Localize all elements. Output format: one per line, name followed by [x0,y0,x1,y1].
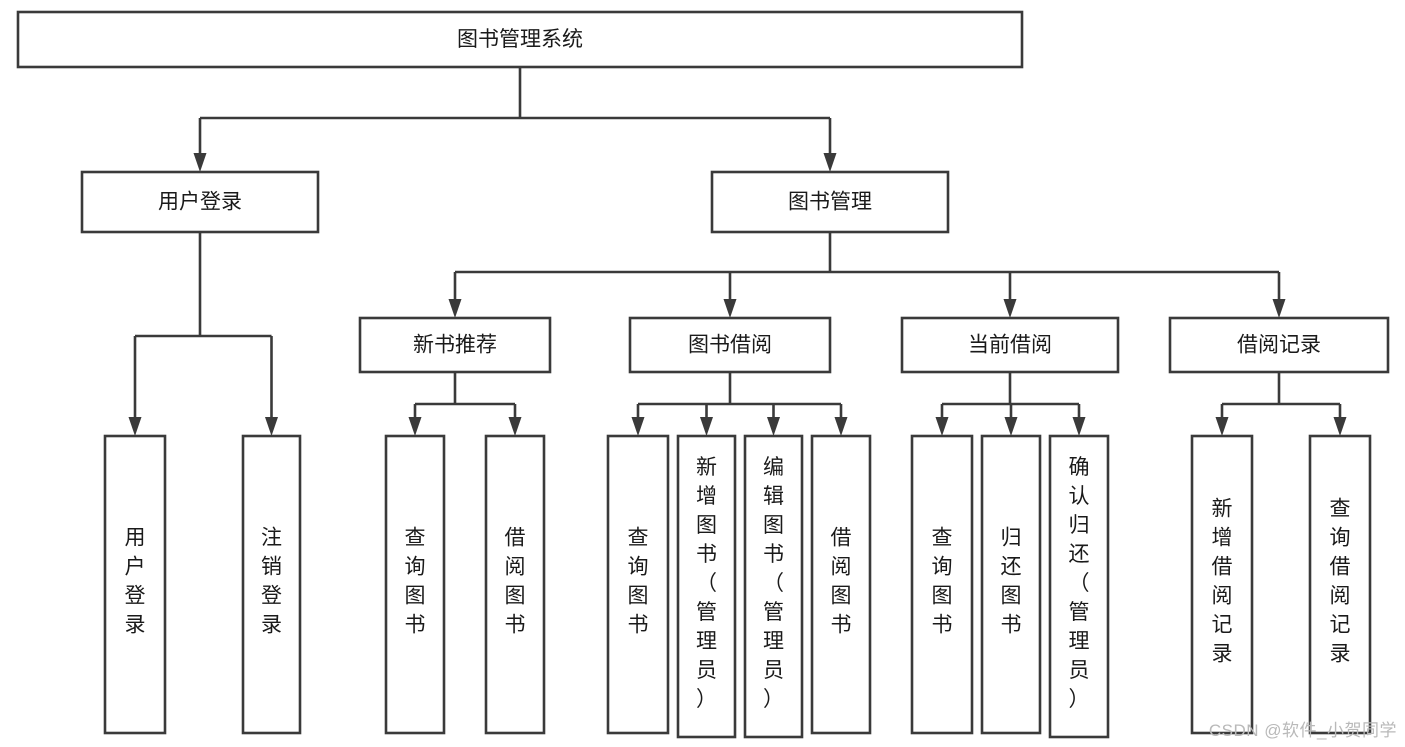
arrow-head-leaf-logout [265,417,278,436]
node-label-leaf-borrow-book-2: 借阅图书 [831,527,852,637]
node-user-login[interactable]: 用户登录 [80,170,320,234]
node-label-user-login: 用户登录 [158,191,242,214]
arrow-head-leaf-add-record [1215,417,1229,436]
node-box-current-borrow[interactable] [900,316,1120,374]
arrow-head-leaf-query-record [1333,417,1347,436]
node-label-leaf-query-book-3: 查询图书 [932,527,953,637]
node-leaf-edit-book[interactable]: 编辑图书（管理员） [743,434,804,739]
node-leaf-query-book-3[interactable]: 查询图书 [910,434,974,735]
arrow-head-leaf-borrow-book-2 [834,417,848,436]
node-label-current-borrow: 当前借阅 [968,334,1052,357]
node-root[interactable]: 图书管理系统 [16,10,1024,69]
node-book-manage[interactable]: 图书管理 [710,170,950,234]
arrow-head-book-manage [823,153,837,172]
node-borrow-record[interactable]: 借阅记录 [1168,316,1390,374]
edge-group-current-borrow [935,372,1086,436]
node-box-leaf-user-login[interactable] [103,434,167,735]
edge-group-book-borrow [631,372,848,436]
node-book-borrow[interactable]: 图书借阅 [628,316,832,374]
node-label-leaf-borrow-book-1: 借阅图书 [505,527,526,637]
node-box-leaf-borrow-book-1[interactable] [484,434,546,735]
arrow-head-leaf-return-book [1004,417,1018,436]
node-label-leaf-add-record: 新增借阅记录 [1212,498,1233,666]
node-label-leaf-return-book: 归还图书 [1001,527,1022,637]
node-leaf-add-book[interactable]: 新增图书（管理员） [676,434,737,739]
node-leaf-borrow-book-1[interactable]: 借阅图书 [484,434,546,735]
node-label-root: 图书管理系统 [457,28,583,51]
node-leaf-confirm-return[interactable]: 确认归还（管理员） [1048,434,1110,739]
arrow-head-current-borrow [1003,299,1017,318]
node-box-leaf-borrow-book-2[interactable] [810,434,872,735]
node-leaf-query-record[interactable]: 查询借阅记录 [1308,434,1372,735]
node-box-leaf-query-book-3[interactable] [910,434,974,735]
node-label-leaf-query-book-2: 查询图书 [628,527,649,637]
edge-group-book-manage [448,232,1286,318]
node-current-borrow[interactable]: 当前借阅 [900,316,1120,374]
node-box-root[interactable] [16,10,1024,69]
node-label-leaf-query-book-1: 查询图书 [405,527,426,637]
node-label-leaf-user-login: 用户登录 [125,527,146,637]
arrow-head-leaf-query-book-2 [631,417,645,436]
node-label-leaf-edit-book: 编辑图书（管理员） [763,456,784,711]
arrow-head-user-login [193,153,207,172]
arrow-head-leaf-borrow-book-1 [508,417,522,436]
node-label-book-manage: 图书管理 [788,191,872,214]
node-box-book-manage[interactable] [710,170,950,234]
arrow-head-leaf-add-book [700,417,713,436]
node-box-borrow-record[interactable] [1168,316,1390,374]
node-leaf-user-login[interactable]: 用户登录 [103,434,167,735]
node-label-leaf-query-record: 查询借阅记录 [1330,498,1351,666]
edge-group-borrow-record [1215,372,1347,436]
node-box-new-book-rec[interactable] [358,316,552,374]
node-leaf-query-book-2[interactable]: 查询图书 [606,434,670,735]
node-label-leaf-confirm-return: 确认归还（管理员） [1069,456,1090,711]
edge-group-new-book-rec [408,372,522,436]
arrow-head-leaf-query-book-1 [408,417,422,436]
node-label-leaf-logout: 注销登录 [261,527,282,637]
node-box-leaf-query-book-1[interactable] [384,434,446,735]
node-label-leaf-add-book: 新增图书（管理员） [696,456,717,711]
node-box-leaf-query-record[interactable] [1308,434,1372,735]
edge-group-user-login [128,232,278,436]
arrow-head-borrow-record [1272,299,1286,318]
arrow-head-leaf-confirm-return [1072,417,1086,436]
node-leaf-return-book[interactable]: 归还图书 [980,434,1042,735]
node-box-book-borrow[interactable] [628,316,832,374]
edge-layer [128,67,1347,436]
arrow-head-leaf-query-book-3 [935,417,949,436]
node-layer: 图书管理系统用户登录图书管理新书推荐图书借阅当前借阅借阅记录用户登录注销登录查询… [16,10,1390,739]
node-box-leaf-add-record[interactable] [1190,434,1254,735]
node-box-leaf-edit-book[interactable] [743,434,804,739]
node-box-leaf-query-book-2[interactable] [606,434,670,735]
node-leaf-add-record[interactable]: 新增借阅记录 [1190,434,1254,735]
node-leaf-logout[interactable]: 注销登录 [241,434,302,735]
node-label-book-borrow: 图书借阅 [688,334,772,357]
node-box-leaf-add-book[interactable] [676,434,737,739]
arrow-head-new-book-rec [448,299,462,318]
node-box-leaf-confirm-return[interactable] [1048,434,1110,739]
arrow-head-leaf-edit-book [767,417,780,436]
arrow-head-leaf-user-login [128,417,142,436]
node-box-user-login[interactable] [80,170,320,234]
node-leaf-query-book-1[interactable]: 查询图书 [384,434,446,735]
node-leaf-borrow-book-2[interactable]: 借阅图书 [810,434,872,735]
node-new-book-rec[interactable]: 新书推荐 [358,316,552,374]
node-box-leaf-logout[interactable] [241,434,302,735]
node-label-new-book-rec: 新书推荐 [413,334,497,357]
node-label-borrow-record: 借阅记录 [1237,334,1321,357]
node-box-leaf-return-book[interactable] [980,434,1042,735]
arrow-head-book-borrow [723,299,737,318]
edge-group-root [193,67,837,172]
